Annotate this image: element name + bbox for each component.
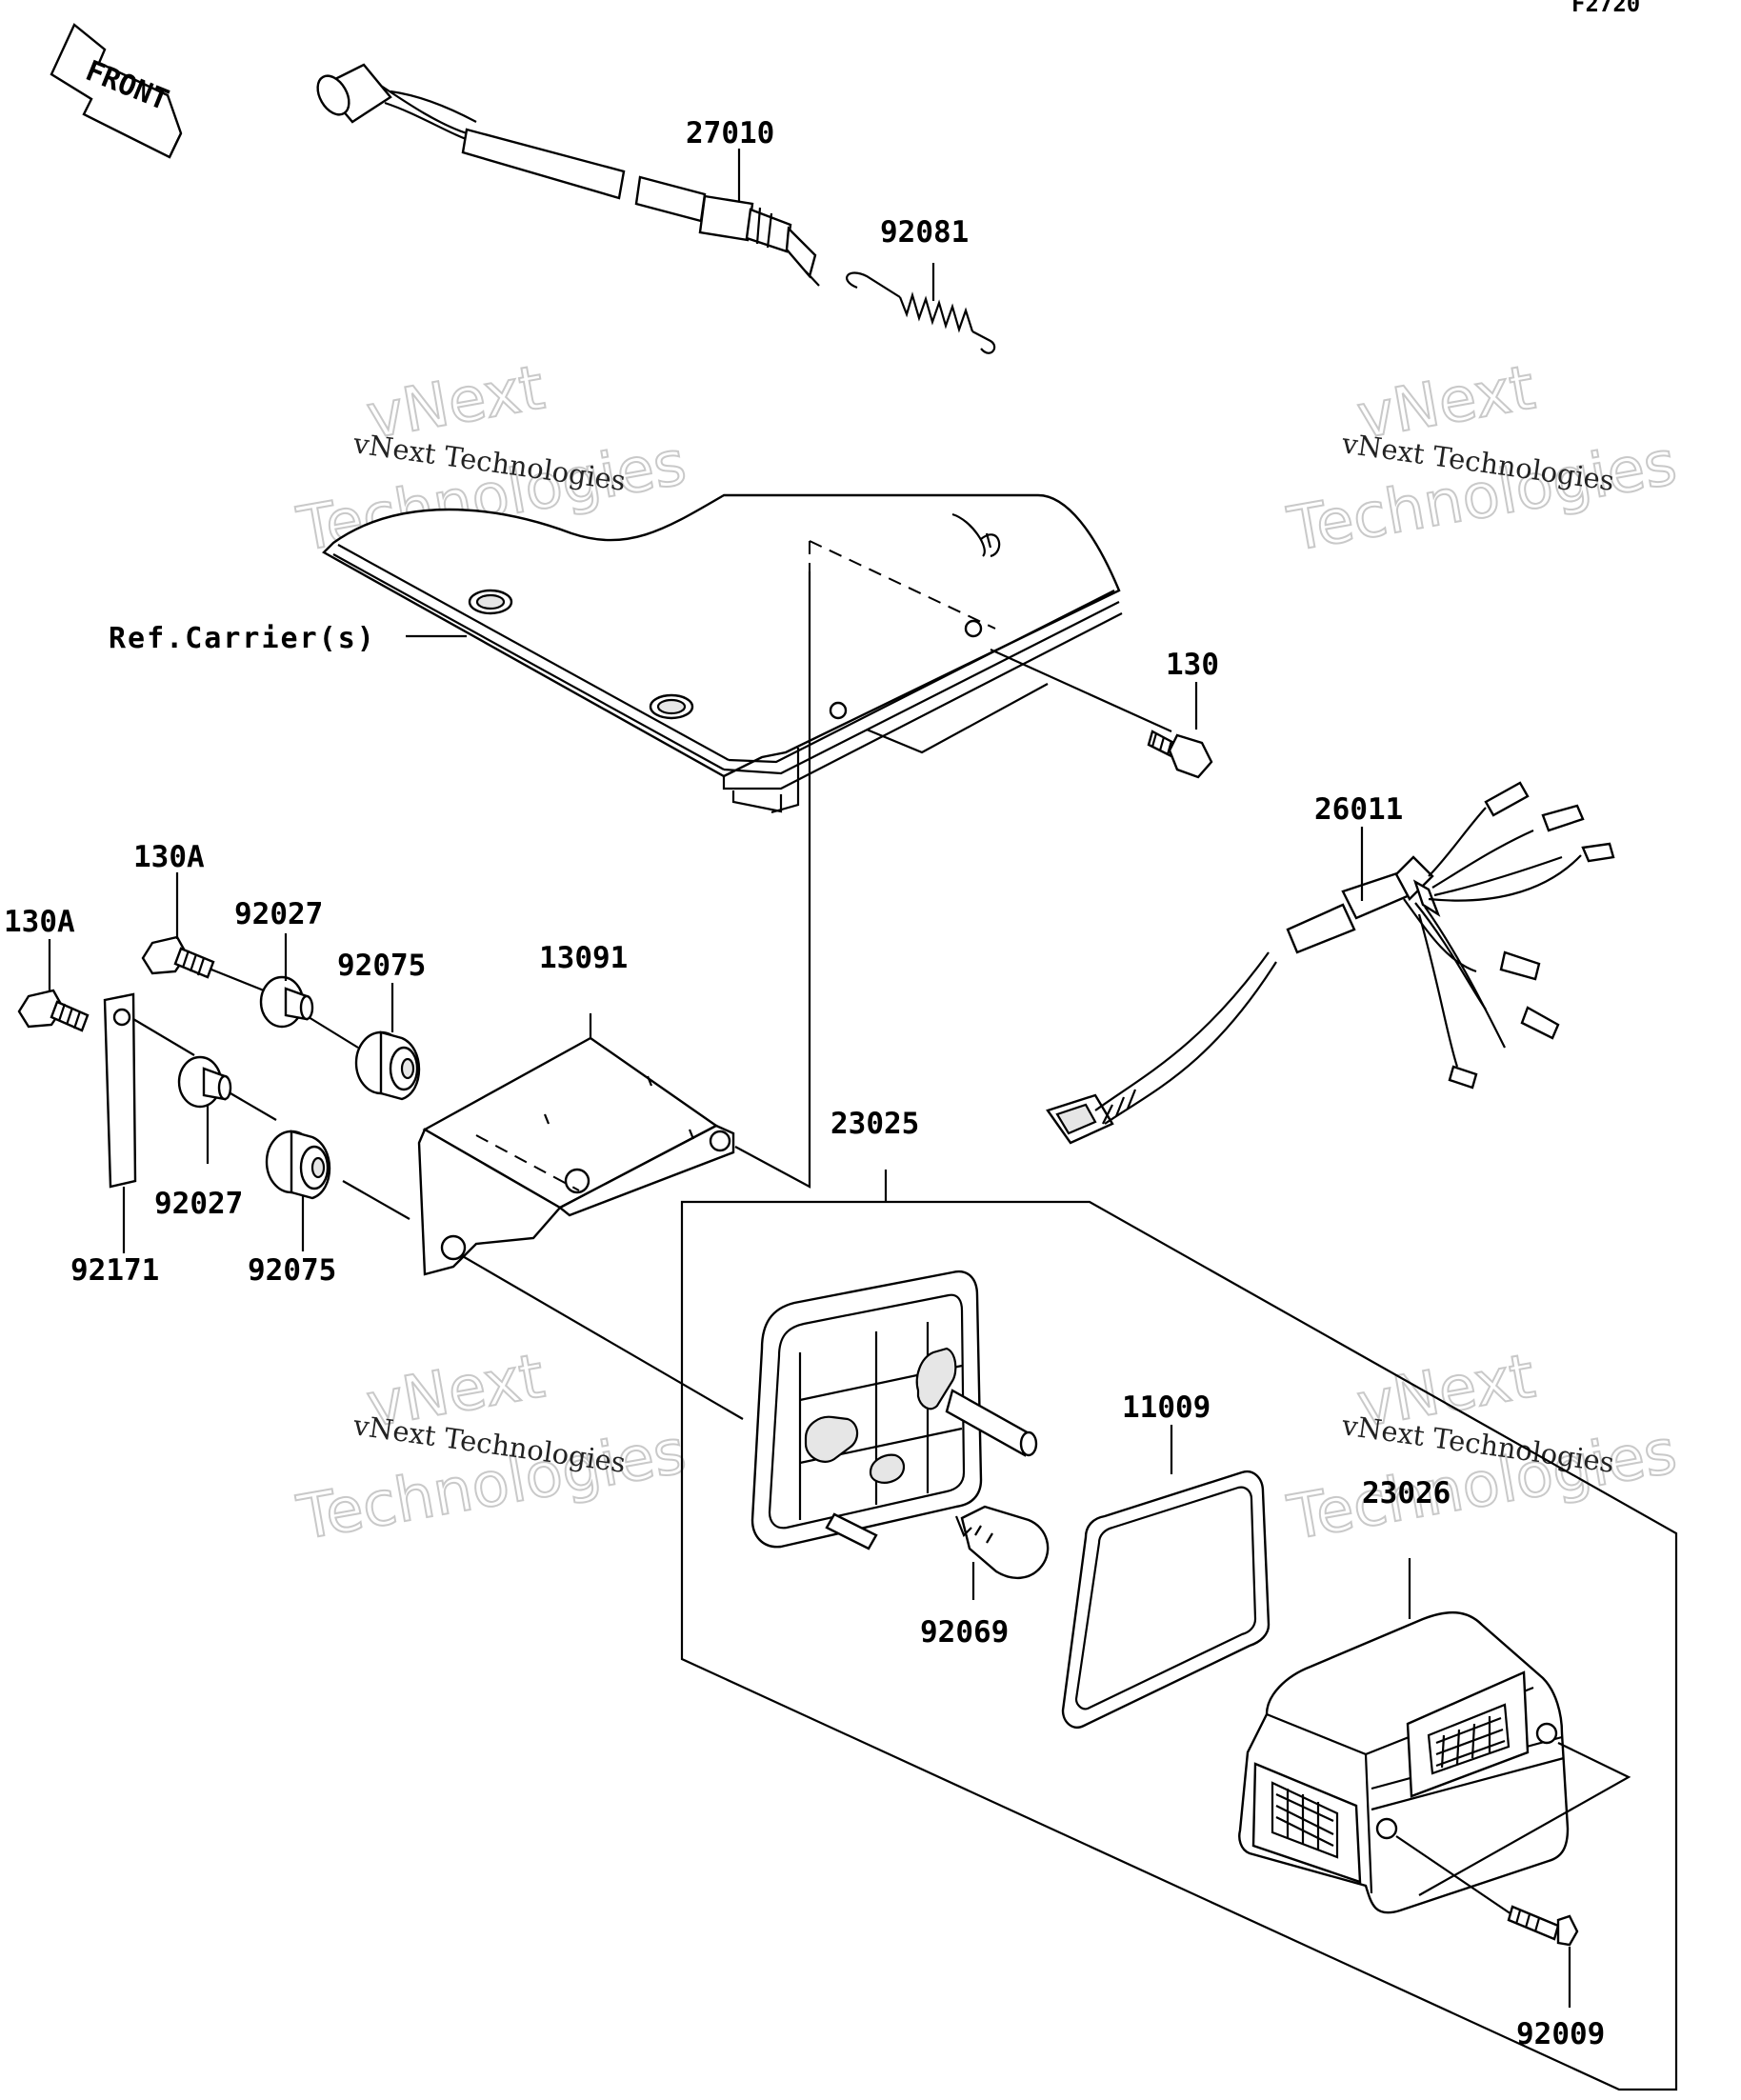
assembly-23025-frame xyxy=(680,1170,1678,2091)
bracket-13091 xyxy=(342,571,811,1420)
watermark-bottom-left: vNext Technologies vNext Technologies xyxy=(291,1340,692,1555)
label-130A-lower: 130A xyxy=(4,905,75,939)
gasket-11009 xyxy=(1061,1425,1271,1729)
label-92081: 92081 xyxy=(880,215,969,250)
label-92027-lower: 92027 xyxy=(154,1187,243,1221)
grommet-92075-upper xyxy=(308,1016,421,1101)
grommet-92075-lower xyxy=(265,1130,331,1200)
screw-92009 xyxy=(1395,1835,1579,2008)
label-92009: 92009 xyxy=(1516,2017,1605,2051)
label-92075-lower: 92075 xyxy=(248,1253,336,1288)
bolt-130A-upper xyxy=(141,935,270,994)
front-arrow: FRONT xyxy=(50,23,183,159)
lamp-base xyxy=(750,1270,1038,1550)
label-11009: 11009 xyxy=(1122,1390,1211,1425)
bolt-130A-lower xyxy=(17,989,90,1032)
label-26011: 26011 xyxy=(1314,792,1403,827)
label-13091: 13091 xyxy=(539,941,628,975)
bulb-92069 xyxy=(954,1505,1050,1600)
collar-92027-lower xyxy=(177,1055,277,1121)
watermark-top-right: vNext Technologies vNext Technologies xyxy=(1282,351,1683,567)
label-92171: 92171 xyxy=(70,1253,159,1288)
label-130A-upper: 130A xyxy=(133,840,205,874)
label-92069: 92069 xyxy=(920,1615,1009,1650)
brake-switch-27010 xyxy=(316,63,820,287)
label-27010: 27010 xyxy=(686,116,774,150)
ref-carrier-label: Ref.Carrier(s) xyxy=(109,622,376,655)
label-92027-upper: 92027 xyxy=(234,897,323,931)
label-92075-upper: 92075 xyxy=(337,949,426,983)
label-130: 130 xyxy=(1166,648,1219,682)
collar-92027-upper xyxy=(259,975,314,1029)
carrier-reference: Ref.Carrier(s) xyxy=(109,493,1172,814)
figure-id: F2720 xyxy=(1571,0,1640,17)
bolt-130 xyxy=(1147,730,1213,779)
leader-lines xyxy=(48,149,1198,1253)
watermark-bottom-right: vNext Technologies vNext Technologies xyxy=(1282,1340,1683,1555)
label-23026: 23026 xyxy=(1362,1476,1451,1510)
lens-23026 xyxy=(1238,1558,1631,1914)
plate-92171 xyxy=(103,992,195,1189)
spring-92081 xyxy=(846,271,996,354)
harness-26011 xyxy=(1046,781,1615,1145)
label-23025: 23025 xyxy=(830,1107,919,1141)
